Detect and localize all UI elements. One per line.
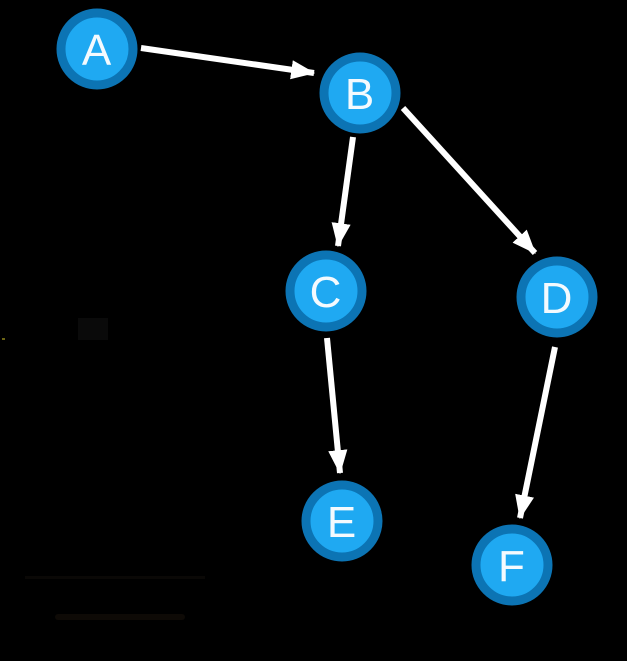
node-circle-E[interactable] <box>301 480 383 562</box>
node-label-E: E <box>327 498 357 547</box>
node-label-D: D <box>541 274 574 323</box>
edge-D-F <box>515 346 558 520</box>
node-circle-F[interactable] <box>471 524 553 606</box>
node-D[interactable]: D <box>516 256 598 338</box>
node-B[interactable]: B <box>319 52 401 134</box>
node-label-F: F <box>498 542 526 591</box>
edge-C-E <box>324 337 348 475</box>
node-label-C: C <box>310 268 343 317</box>
node-A[interactable]: A <box>56 8 138 90</box>
node-circle-C[interactable] <box>285 250 367 332</box>
node-E[interactable]: E <box>301 480 383 562</box>
node-circle-B[interactable] <box>319 52 401 134</box>
node-F[interactable]: F <box>471 524 553 606</box>
node-label-A: A <box>82 26 112 75</box>
node-circle-A[interactable] <box>56 8 138 90</box>
edge-B-C <box>331 136 356 248</box>
node-circle-D[interactable] <box>516 256 598 338</box>
node-label-B: B <box>345 70 375 119</box>
edge-B-D <box>400 105 538 256</box>
edge-A-B <box>140 45 316 80</box>
node-C[interactable]: C <box>285 250 367 332</box>
